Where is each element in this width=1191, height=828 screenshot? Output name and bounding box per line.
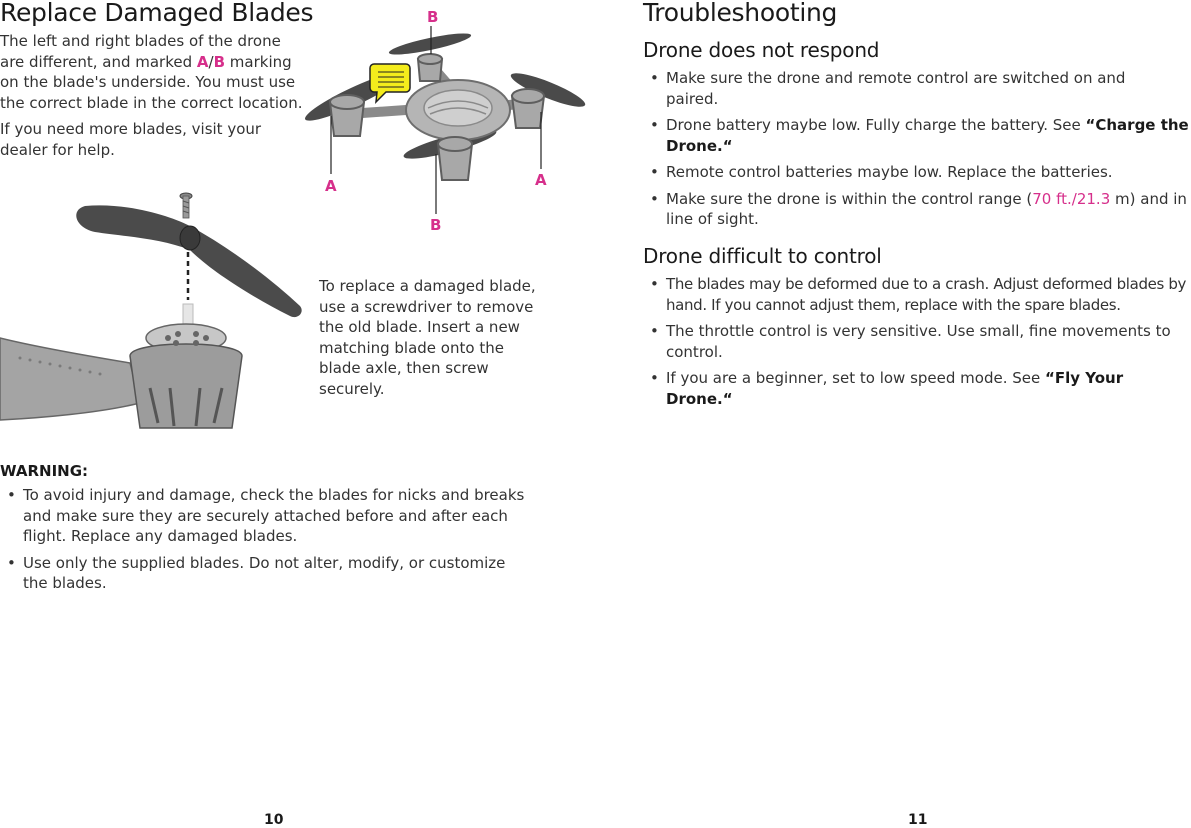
troubleshoot-item: If you are a beginner, set to low speed … [643, 368, 1191, 409]
mark-slash: / [208, 52, 214, 71]
page-title-troubleshooting: Troubleshooting [643, 0, 838, 27]
replace-instructions: To replace a damaged blade, use a screwd… [319, 277, 536, 398]
speech-bubble-icon [369, 63, 411, 105]
label-b-bottom: B [430, 216, 441, 234]
page-number-right: 11 [908, 812, 928, 828]
item-text: Remote control batteries maybe low. Repl… [666, 163, 1113, 181]
mark-b: B [213, 52, 226, 71]
difficult-control-list: The blades may be deformed due to a cras… [643, 274, 1191, 415]
item-text: m) and in line of sight. [666, 189, 1187, 229]
page-number-left: 10 [264, 812, 284, 828]
item-text: Drone battery maybe low. Fully charge th… [666, 116, 1086, 134]
troubleshoot-item: Make sure the drone is within the contro… [643, 189, 1191, 230]
troubleshoot-item: Drone battery maybe low. Fully charge th… [643, 115, 1191, 156]
intro-text: The left and right blades of the drone a… [0, 31, 308, 160]
screw-icon [179, 192, 193, 219]
intro-paragraph-1: The left and right blades of the drone a… [0, 31, 308, 113]
label-a-left: A [325, 177, 337, 195]
control-range-value: 70 ft./21.3 [1032, 189, 1111, 208]
section-heading-difficult-control: Drone difficult to control [643, 244, 882, 268]
intro-paragraph-2: If you need more blades, visit your deal… [0, 120, 262, 159]
label-a-right: A [535, 171, 547, 189]
troubleshoot-item: The blades may be deformed due to a cras… [643, 274, 1191, 315]
reference-charge-drone: “Charge the Drone.“ [666, 116, 1189, 155]
warning-heading: WARNING: [0, 462, 89, 480]
warning-item: To avoid injury and damage, check the bl… [0, 485, 548, 547]
blade-replacement-illustration [0, 192, 302, 429]
troubleshoot-item: Remote control batteries maybe low. Repl… [643, 162, 1191, 183]
item-text: The throttle control is very sensitive. … [666, 322, 1171, 361]
drone-top-view-illustration: B A A B [305, 8, 586, 234]
warning-section: WARNING: To avoid injury and damage, che… [0, 461, 548, 600]
item-text: Make sure the drone is within the contro… [666, 189, 1033, 208]
no-response-list: Make sure the drone and remote control a… [643, 68, 1191, 236]
page-title-replace-blades: Replace Damaged Blades [0, 0, 314, 27]
reference-fly-drone: “Fly Your Drone.“ [666, 369, 1124, 408]
item-text: The blades may be deformed due to a cras… [666, 275, 1187, 314]
mark-a: A [196, 52, 209, 71]
item-text: Make sure the drone and remote control a… [666, 69, 1126, 108]
warning-list: To avoid injury and damage, check the bl… [0, 485, 548, 594]
section-heading-no-response: Drone does not respond [643, 38, 880, 62]
intro-text-part: marking on the blade's underside. You mu… [0, 52, 303, 112]
intro-text-part: The left and right blades of the drone a… [0, 32, 281, 71]
drone-motors [328, 53, 546, 181]
troubleshoot-item: Make sure the drone and remote control a… [643, 68, 1191, 109]
label-b-top: B [427, 8, 438, 26]
item-text: If you are a beginner, set to low speed … [666, 369, 1045, 387]
warning-item: Use only the supplied blades. Do not alt… [0, 553, 548, 594]
troubleshoot-item: The throttle control is very sensitive. … [643, 321, 1191, 362]
